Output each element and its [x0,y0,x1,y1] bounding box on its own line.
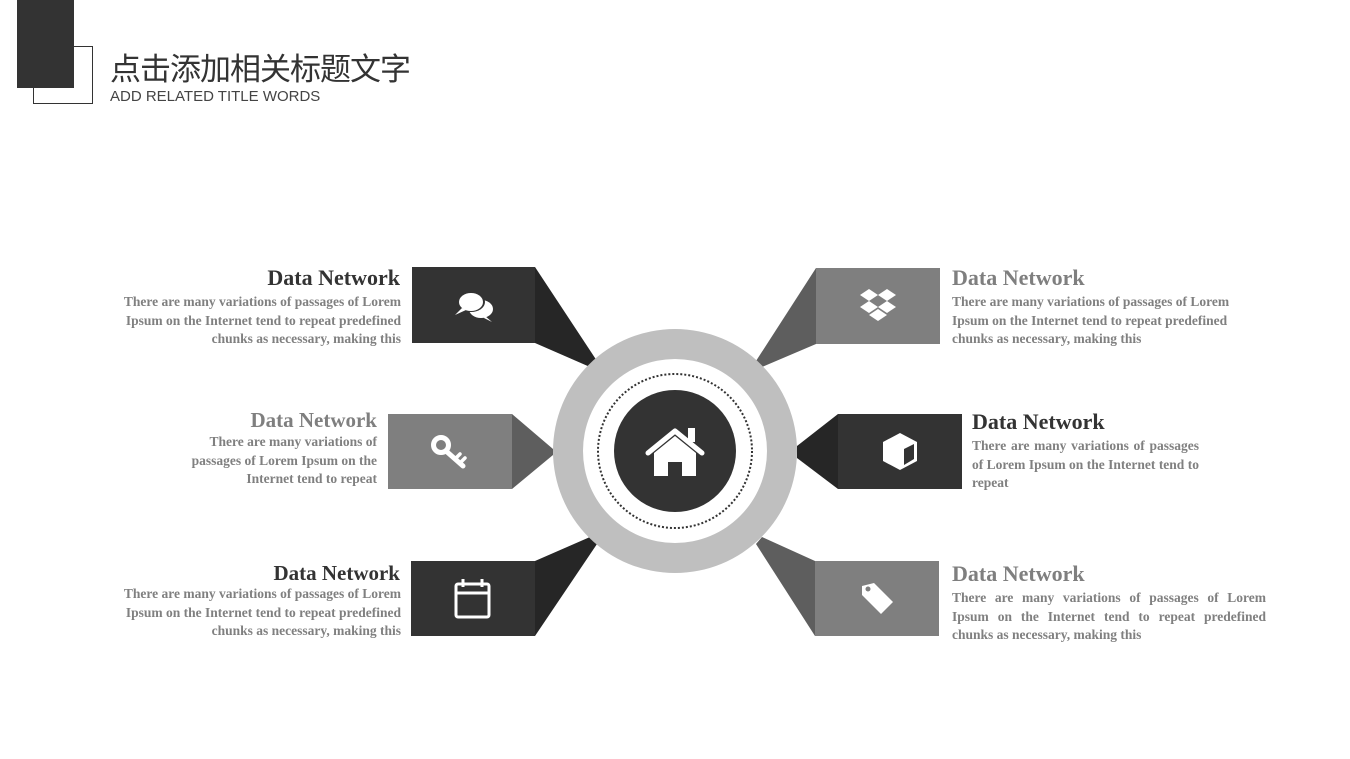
chat-bubbles-icon [455,292,493,322]
tag-icon [862,583,893,614]
header-decoration-outline [33,46,93,104]
item-text-bottom-left: There are many variations of passages of… [123,586,401,638]
item-text-top-right: There are many variations of passages of… [952,294,1230,346]
connector-bottom-right [756,537,815,636]
item-heading-middle-right: Data Network [972,409,1105,434]
connector-top-left [535,267,597,367]
connector-top-right [756,268,816,367]
block-top-right [816,268,940,344]
calendar-icon [454,579,491,619]
page-subtitle: ADD RELATED TITLE WORDS [110,88,321,105]
connector-middle-left [512,414,553,489]
item-text-middle-right: There are many variations of passages of… [972,438,1199,490]
cube-icon [883,433,917,470]
item-heading-bottom-left: Data Network [273,561,400,585]
page-title: 点击添加相关标题文字 [110,52,411,88]
key-icon [431,435,467,469]
item-text-middle-left: There are many variations of passages of… [191,434,377,486]
connector-bottom-left [535,537,597,636]
item-heading-top-left: Data Network [267,265,400,290]
item-heading-bottom-right: Data Network [952,561,1085,586]
dropbox-icon [860,289,896,321]
item-heading-middle-left: Data Network [250,408,377,432]
home-icon [645,428,705,476]
item-text-bottom-right: There are many variations of passages of… [952,590,1266,642]
item-heading-top-right: Data Network [952,265,1085,290]
dotted-ring [597,373,753,529]
block-bottom-left [411,561,535,636]
header-decoration-block [17,0,74,88]
item-text-top-left: There are many variations of passages of… [123,294,401,346]
connector-middle-right [797,414,838,489]
